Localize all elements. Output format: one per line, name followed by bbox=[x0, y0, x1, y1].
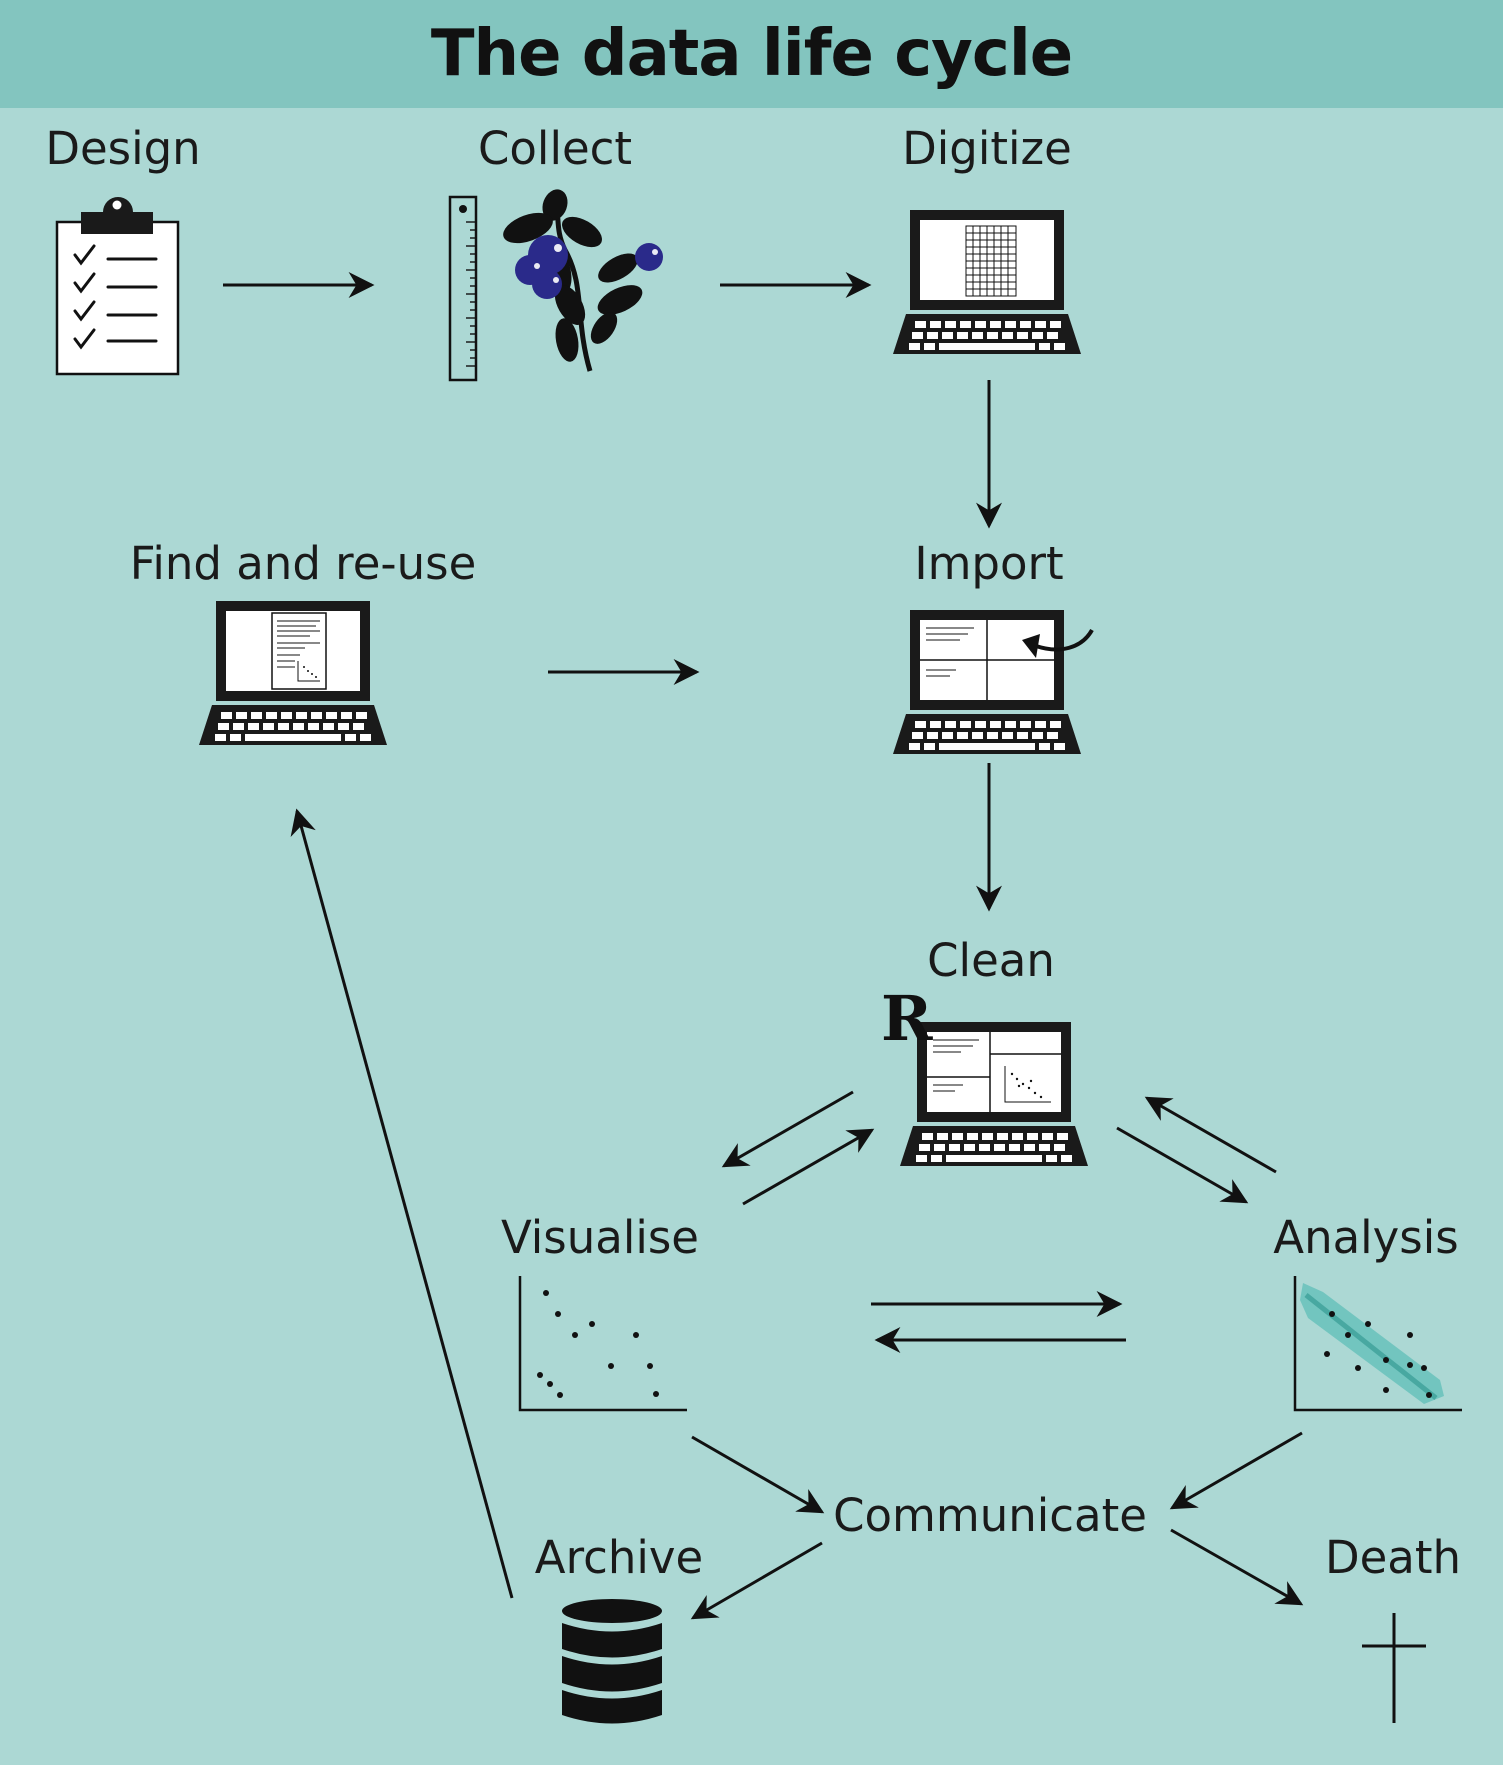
stage-label-analysis: Analysis bbox=[1273, 1211, 1459, 1264]
arrow-archive-to-find bbox=[290, 808, 514, 1599]
database-icon bbox=[562, 1599, 662, 1724]
stage-label-death: Death bbox=[1324, 1531, 1462, 1584]
stage-label-archive: Archive bbox=[534, 1531, 704, 1584]
stage-label-import: Import bbox=[914, 537, 1064, 590]
arrow-visualise-to-clean bbox=[742, 1128, 875, 1206]
regression-plot-icon bbox=[1293, 1276, 1462, 1412]
r-logo: R bbox=[881, 982, 933, 1055]
laptop-import-icon bbox=[893, 610, 1094, 754]
laptop-grid-icon bbox=[893, 210, 1081, 354]
stage-label-visualise: Visualise bbox=[501, 1211, 699, 1264]
stage-label-collect: Collect bbox=[477, 122, 633, 175]
arrow-clean-to-analysis bbox=[1116, 1126, 1249, 1204]
laptop-r-icon bbox=[900, 1022, 1088, 1166]
arrow-clean-to-visualise bbox=[721, 1090, 854, 1168]
arrow-communicate-to-death bbox=[1170, 1528, 1304, 1606]
arrow-analysis-to-clean bbox=[1144, 1096, 1277, 1174]
stage-label-design: Design bbox=[45, 122, 201, 175]
stage-label-clean: Clean bbox=[927, 934, 1055, 987]
stage-label-digitize: Digitize bbox=[902, 122, 1072, 175]
clipboard-checklist-icon bbox=[55, 197, 180, 376]
title-bar: The data life cycle bbox=[0, 0, 1503, 108]
page-title: The data life cycle bbox=[430, 17, 1073, 91]
laptop-document-icon bbox=[199, 601, 387, 745]
ruler-and-blueberry-plant-icon bbox=[448, 189, 663, 382]
stage-label-communicate: Communicate bbox=[833, 1489, 1147, 1542]
scatter-plot-icon bbox=[518, 1276, 687, 1412]
arrow-communicate-to-archive bbox=[690, 1541, 823, 1620]
flow-arrows bbox=[223, 272, 1304, 1620]
arrow-visualise-to-communicate bbox=[691, 1435, 825, 1514]
stage-label-find-and-reuse: Find and re-use bbox=[129, 537, 477, 590]
cross-icon bbox=[1362, 1613, 1426, 1723]
arrow-analysis-to-communicate bbox=[1169, 1431, 1303, 1510]
